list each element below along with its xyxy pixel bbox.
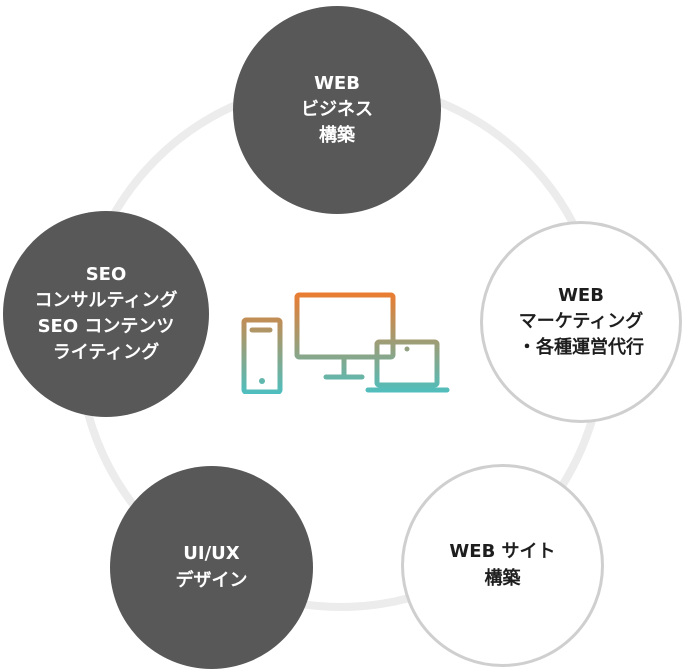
node-seo: SEO コンサルティング SEO コンテンツ ライティング: [3, 211, 209, 417]
node-line: WEB: [558, 284, 604, 306]
node-line: ・各種運営代行: [518, 337, 644, 359]
node-line: デザイン: [175, 569, 248, 591]
node-ui-ux: UI/UX デザイン: [110, 466, 313, 669]
tower-pc-button: [259, 378, 265, 384]
node-line: コンサルティング: [34, 289, 178, 311]
node-line: ライティング: [52, 342, 160, 364]
node-line: UI/UX: [183, 543, 240, 565]
laptop-screen-shape: [374, 339, 440, 388]
node-web-marketing: WEB マーケティング ・各種運営代行: [480, 221, 682, 423]
node-line: SEO コンテンツ: [37, 316, 175, 337]
node-line: 構築: [319, 125, 355, 147]
node-line: 構築: [484, 567, 521, 589]
node-line: ビジネス: [301, 98, 373, 120]
devices-icon: [241, 292, 450, 394]
tower-pc-shape: [241, 317, 283, 394]
node-line: WEB: [314, 72, 360, 94]
laptop-camera: [404, 346, 410, 352]
node-web-site: WEB サイト 構築: [401, 464, 604, 667]
node-line: マーケティング: [518, 310, 644, 332]
node-line: SEO: [85, 263, 127, 285]
node-line: WEB サイト: [449, 541, 556, 563]
node-web-business: WEB ビジネス 構築: [233, 6, 441, 214]
